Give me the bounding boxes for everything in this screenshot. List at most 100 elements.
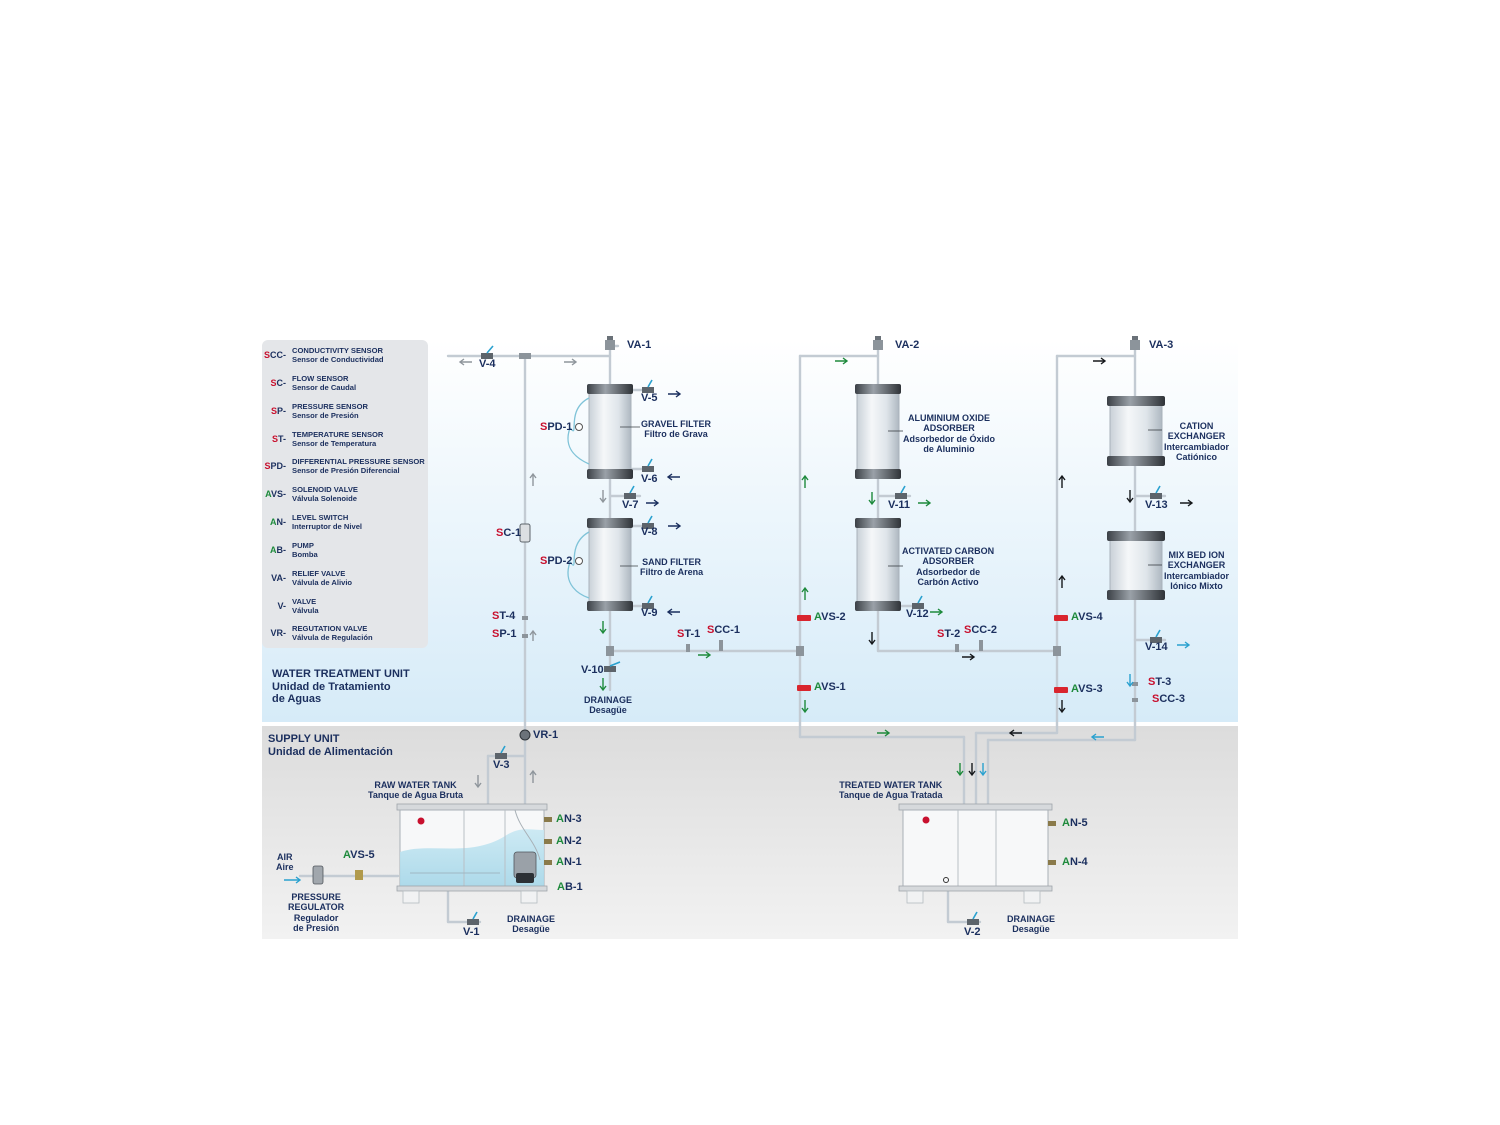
- legend-es-va: Válvula de Alivio: [292, 578, 353, 587]
- tag-v10: V-10: [581, 664, 604, 676]
- legend-en-sc: FLOW SENSOR: [292, 374, 349, 383]
- legend-en-sp: PRESSURE SENSOR: [292, 402, 368, 411]
- legend-es-an: Interruptor de Nivel: [292, 522, 363, 531]
- tag-v13: V-13: [1145, 499, 1168, 511]
- tag-an1: AN-1: [556, 856, 582, 868]
- tag-ab1: AB-1: [557, 881, 583, 893]
- treatment-unit-title: WATER TREATMENT UNIT Unidad de Tratamien…: [272, 668, 410, 706]
- legend-code-vr: VR-: [270, 628, 287, 638]
- legend-code-ab: AB-: [270, 545, 286, 555]
- legend-en-scc: CONDUCTIVITY SENSOR: [292, 346, 383, 355]
- legend-en-st: TEMPERATURE SENSOR: [292, 430, 384, 439]
- tag-va1: VA-1: [627, 339, 652, 351]
- tag-v2: V-2: [964, 926, 981, 938]
- tag-v11: V-11: [888, 499, 911, 511]
- tag-avs4: AVS-4: [1071, 611, 1103, 623]
- legend-code-an: AN-: [270, 517, 286, 527]
- aluminium-oxide-column: [855, 384, 901, 479]
- tag-v3: V-3: [493, 759, 510, 771]
- tag-v14: V-14: [1145, 641, 1168, 653]
- spd2-gauge-icon: [575, 557, 583, 565]
- spd1-gauge-icon: [575, 423, 583, 431]
- tag-scc1: SCC-1: [707, 624, 741, 636]
- tag-v12: V-12: [906, 608, 929, 620]
- legend-code-st: ST-: [271, 434, 286, 444]
- tag-v1: V-1: [463, 926, 480, 938]
- tag-sc1: SC-1: [496, 527, 522, 539]
- tag-v9: V-9: [641, 607, 658, 619]
- flow-arrows: [284, 357, 1194, 884]
- legend-code-sp: SP-: [270, 406, 286, 416]
- legend-en-avs: SOLENOID VALVE: [292, 485, 358, 494]
- tag-avs5: AVS-5: [343, 849, 375, 861]
- tag-v6: V-6: [641, 473, 658, 485]
- legend-en-spd: DIFFERENTIAL PRESSURE SENSOR: [292, 457, 425, 466]
- tag-v8: V-8: [641, 526, 658, 538]
- legend-es-vr: Válvula de Regulación: [292, 633, 373, 642]
- spd1-hose: [567, 397, 590, 465]
- activated-carbon-column: [855, 518, 901, 611]
- tag-st3: ST-3: [1148, 676, 1172, 688]
- spd2-hose: [567, 531, 590, 599]
- legend-es-sp: Sensor de Presión: [292, 411, 359, 420]
- legend-es-sc: Sensor de Caudal: [292, 383, 357, 392]
- tag-v7: V-7: [622, 499, 639, 511]
- tag-spd2: SPD-2: [540, 555, 573, 567]
- mix-bed-column: [1107, 531, 1165, 600]
- tag-v5: V-5: [641, 392, 658, 404]
- tag-scc3: SCC-3: [1152, 693, 1186, 705]
- leader-lines: [620, 426, 1162, 567]
- gravel-filter-column: [587, 384, 633, 479]
- legend-code-sc: SC-: [270, 378, 286, 388]
- legend-es-spd: Sensor de Presión Diferencial: [292, 466, 400, 475]
- tag-v4: V-4: [479, 358, 496, 370]
- legend-es-avs: Válvula Solenoide: [292, 494, 357, 503]
- treated-water-tank: [898, 803, 1053, 904]
- legend-en-an: LEVEL SWITCH: [292, 513, 349, 522]
- tag-an2: AN-2: [556, 835, 582, 847]
- tag-an5: AN-5: [1062, 817, 1088, 829]
- legend-en-va: RELIEF VALVE: [292, 569, 346, 578]
- tag-vr1: VR-1: [533, 729, 559, 741]
- tag-avs1: AVS-1: [814, 681, 846, 693]
- legend-en-ab: PUMP: [292, 541, 314, 550]
- cation-exchanger-column: [1107, 396, 1165, 466]
- legend-es-ab: Bomba: [292, 550, 318, 559]
- legend-code-v: V-: [277, 601, 286, 611]
- legend-en-v: VALVE: [292, 597, 317, 606]
- tag-scc2: SCC-2: [964, 624, 998, 636]
- supply-unit-title: SUPPLY UNIT Unidad de Alimentación: [268, 733, 393, 758]
- tag-avs2: AVS-2: [814, 611, 846, 623]
- legend-es-v: Válvula: [292, 606, 319, 615]
- legend-en-vr: REGUTATION VALVE: [292, 624, 368, 633]
- tag-st2: ST-2: [937, 628, 961, 640]
- legend-es-st: Sensor de Temperatura: [292, 439, 377, 448]
- legend-panel: [262, 340, 428, 648]
- legend-code-scc: SCC-: [263, 350, 286, 360]
- sand-filter-column: [587, 518, 633, 611]
- tag-avs3: AVS-3: [1071, 683, 1103, 695]
- tag-va3: VA-3: [1149, 339, 1174, 351]
- valve-icons: [312, 336, 1162, 925]
- legend-code-avs: AVS-: [265, 489, 286, 499]
- tag-an4: AN-4: [1062, 856, 1088, 868]
- tag-st1: ST-1: [677, 628, 701, 640]
- legend-code-va: VA-: [271, 573, 286, 583]
- raw-water-tank: [396, 803, 548, 904]
- tag-va2: VA-2: [895, 339, 920, 351]
- tag-sp1: SP-1: [492, 628, 517, 640]
- tag-an3: AN-3: [556, 813, 582, 825]
